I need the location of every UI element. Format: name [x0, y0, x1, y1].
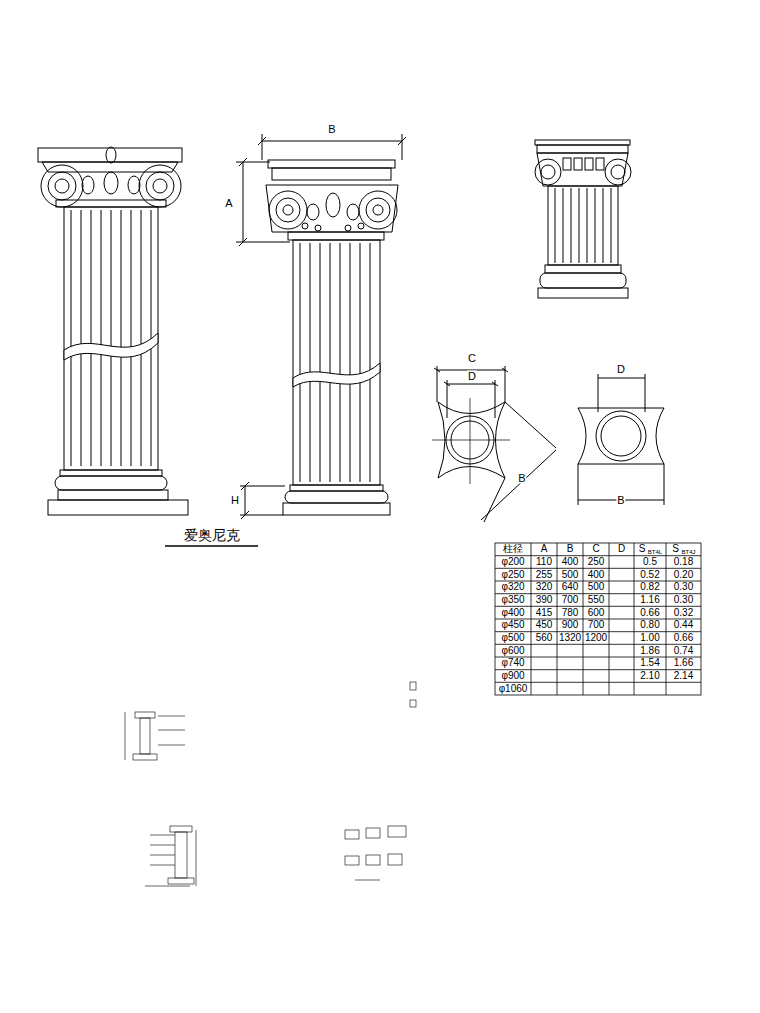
dimension-label: H — [230, 495, 240, 506]
dimension-label: B — [327, 124, 336, 135]
table-cell: 0.32 — [674, 608, 693, 618]
table-cell: 110 — [536, 557, 552, 567]
table-cell: 柱径 — [503, 544, 523, 554]
table-cell: 1.16 — [640, 595, 659, 605]
table-cell: 415 — [536, 608, 553, 618]
table-cell: 1.66 — [674, 658, 693, 668]
table-cell: 780 — [562, 608, 579, 618]
table-cell: 450 — [536, 620, 553, 630]
plan-left — [432, 366, 556, 522]
drawing-title: 爱奥尼克 — [184, 528, 240, 542]
table-cell: 2.10 — [640, 671, 659, 681]
table-cell: S — [639, 544, 646, 554]
dimension-label: D — [616, 364, 626, 375]
table-cell: 0.74 — [674, 646, 693, 656]
table-cell: 0.5 — [643, 557, 657, 567]
table-cell: 640 — [562, 582, 579, 592]
right-column — [535, 140, 631, 298]
table-cell: 2.14 — [674, 671, 693, 681]
table-cell: 500 — [562, 570, 579, 580]
dimension-label: B — [616, 495, 625, 506]
table-cell: 900 — [562, 620, 579, 630]
table-cell: 1.54 — [640, 658, 659, 668]
table-cell: φ350 — [501, 595, 524, 605]
table-cell: 700 — [588, 620, 605, 630]
table-cell: 0.82 — [640, 582, 659, 592]
table-cell: 0.44 — [674, 620, 693, 630]
table-cell: φ900 — [501, 671, 524, 681]
table-cell: 600 — [588, 608, 605, 618]
table-cell: 700 — [562, 595, 579, 605]
middle-column — [236, 134, 406, 519]
table-cell: 250 — [588, 557, 605, 567]
dimension-label: B — [517, 473, 526, 484]
table-cell: φ1060 — [499, 684, 528, 694]
dimension-label: A — [224, 198, 233, 209]
title-underline — [165, 545, 258, 547]
table-cell: B — [567, 544, 574, 554]
table-cell: BT4L — [648, 549, 662, 555]
table-cell: 1320 — [559, 633, 581, 643]
table-cell: D — [618, 544, 625, 554]
table-cell: 1200 — [585, 633, 607, 643]
table-cell: A — [541, 544, 548, 554]
plan-right — [578, 374, 664, 505]
table-cell: 0.30 — [674, 582, 693, 592]
table-cell: 0.52 — [640, 570, 659, 580]
table-cell: 320 — [536, 582, 553, 592]
left-column — [38, 147, 188, 515]
table-cell: 500 — [588, 582, 605, 592]
table-cell: φ600 — [501, 646, 524, 656]
table-cell: 550 — [588, 595, 605, 605]
table-cell: 0.30 — [674, 595, 693, 605]
table-cell: φ250 — [501, 570, 524, 580]
table-cell: 0.80 — [640, 620, 659, 630]
table-cell: 0.20 — [674, 570, 693, 580]
table-cell: φ740 — [501, 658, 524, 668]
table-cell: φ500 — [501, 633, 524, 643]
table-cell: 0.66 — [674, 633, 693, 643]
table-cell: φ200 — [501, 557, 524, 567]
table-cell: 255 — [536, 570, 553, 580]
dimension-label: D — [467, 371, 477, 382]
table-cell: 400 — [562, 557, 579, 567]
table-cell: 1.00 — [640, 633, 659, 643]
table-cell: 0.18 — [674, 557, 693, 567]
table-cell: 390 — [536, 595, 553, 605]
table-cell: S — [672, 544, 679, 554]
table-cell: 1.86 — [640, 646, 659, 656]
table-cell: BT4J — [681, 549, 695, 555]
table-cell: φ400 — [501, 608, 524, 618]
table-cell: 560 — [536, 633, 553, 643]
table-cell: φ320 — [501, 582, 524, 592]
table-cell: 400 — [588, 570, 605, 580]
table-cell: φ450 — [501, 620, 524, 630]
table-cell: 0.66 — [640, 608, 659, 618]
table-grid — [495, 543, 701, 695]
dimension-label: C — [467, 353, 477, 364]
table-cell: C — [592, 544, 599, 554]
detail-sketches — [125, 682, 416, 886]
